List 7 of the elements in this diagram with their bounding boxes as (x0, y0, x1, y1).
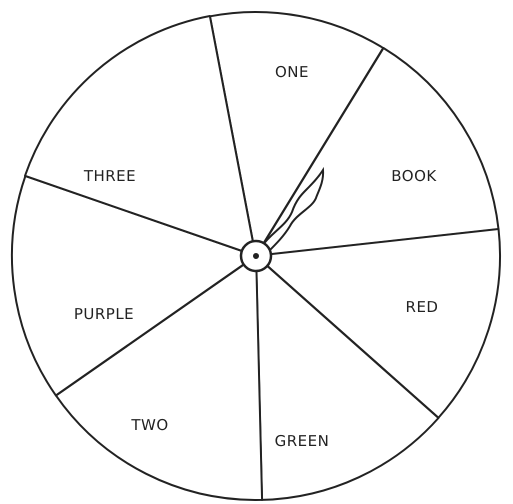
segment-label: THREE (84, 166, 136, 185)
segment-label: BOOK (391, 166, 437, 185)
segment-label: PURPLE (74, 304, 134, 323)
segment-label: TWO (131, 416, 169, 434)
segment-label: GREEN (274, 432, 330, 450)
segment-label: RED (406, 298, 438, 316)
segment-label: ONE (274, 62, 309, 81)
